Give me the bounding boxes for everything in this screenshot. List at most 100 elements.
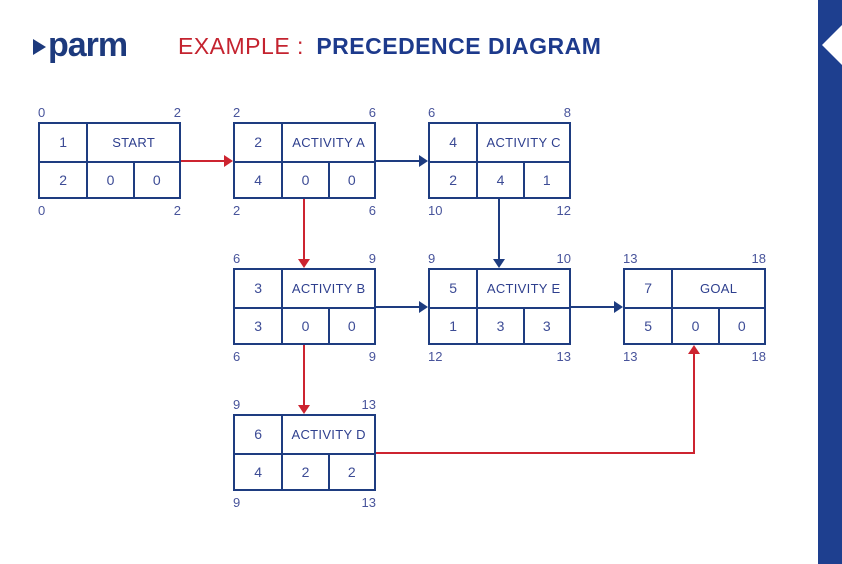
node-total-float: 3 [476,306,523,343]
parm-logo: parm [33,26,128,64]
node-duration: 3 [235,306,282,344]
node-duration: 4 [235,452,282,490]
early-finish: 10 [556,251,571,266]
node-box: 3 ACTIVITY B 3 0 0 [233,268,376,345]
node-box: 6 ACTIVITY D 4 2 2 [233,414,376,491]
early-finish: 18 [751,251,766,266]
node-free-float: 0 [327,306,374,343]
arrow-d-to-goal-horizontal [376,452,695,454]
arrow-e-to-goal [571,306,614,308]
arrowhead-right-icon [419,155,428,167]
right-edge-bar [818,0,842,564]
node-activity-e: 9 10 12 13 5 ACTIVITY E 1 3 3 [428,252,571,363]
late-start: 6 [233,349,241,364]
late-start: 0 [38,203,46,218]
node-id: 2 [254,134,263,151]
node-id: 5 [449,280,458,297]
arrow-a-to-b [303,199,305,259]
arrowhead-down-icon [298,405,310,414]
node-name: ACTIVITY E [476,270,569,307]
node-name: ACTIVITY D [281,416,374,453]
late-finish: 9 [368,349,376,364]
node-duration: 5 [625,306,672,344]
arrow-c-to-e [498,199,500,259]
logo-play-icon [33,39,46,55]
arrowhead-down-icon [493,259,505,268]
early-start: 6 [233,251,241,266]
title-prefix: EXAMPLE : [178,33,304,59]
node-id: 1 [59,134,68,151]
node-free-float: 0 [717,306,764,343]
early-finish: 9 [368,251,376,266]
late-start: 10 [428,203,443,218]
node-duration: 2 [40,160,87,198]
arrow-b-to-d [303,345,305,405]
node-free-float: 0 [327,160,374,197]
arrowhead-right-icon [224,155,233,167]
node-name: ACTIVITY C [476,124,569,161]
node-total-float: 2 [281,452,328,489]
node-box: 1 START 2 0 0 [38,122,181,199]
early-start: 0 [38,105,46,120]
arrowhead-up-icon [688,345,700,354]
node-total-float: 0 [281,160,328,197]
node-free-float: 3 [522,306,569,343]
node-activity-d: 9 13 9 13 6 ACTIVITY D 4 2 2 [233,398,376,509]
early-start: 13 [623,251,638,266]
late-start: 13 [623,349,638,364]
node-id: 6 [254,426,263,443]
node-box: 2 ACTIVITY A 4 0 0 [233,122,376,199]
early-finish: 2 [173,105,181,120]
late-finish: 12 [556,203,571,218]
node-duration: 2 [430,160,477,198]
late-start: 9 [233,495,241,510]
early-finish: 6 [368,105,376,120]
logo-text: parm [48,26,128,64]
node-id: 7 [644,280,653,297]
late-finish: 2 [173,203,181,218]
node-free-float: 1 [522,160,569,197]
early-start: 2 [233,105,241,120]
late-start: 2 [233,203,241,218]
node-total-float: 4 [476,160,523,197]
node-activity-c: 6 8 10 12 4 ACTIVITY C 2 4 1 [428,106,571,217]
arrow-start-to-a [181,160,224,162]
node-id: 3 [254,280,263,297]
node-free-float: 0 [132,160,179,197]
node-activity-b: 6 9 6 9 3 ACTIVITY B 3 0 0 [233,252,376,363]
node-box: 4 ACTIVITY C 2 4 1 [428,122,571,199]
node-box: 5 ACTIVITY E 1 3 3 [428,268,571,345]
node-duration: 4 [235,160,282,198]
title-main: PRECEDENCE DIAGRAM [316,33,602,59]
node-name: ACTIVITY B [281,270,374,307]
node-name: ACTIVITY A [281,124,374,161]
arrow-d-to-goal-vertical [693,354,695,454]
arrowhead-right-icon [419,301,428,313]
late-finish: 13 [556,349,571,364]
left-chevron-icon [822,25,842,65]
node-goal: 13 18 13 18 7 GOAL 5 0 0 [623,252,766,363]
node-id: 4 [449,134,458,151]
arrow-a-to-c [376,160,419,162]
node-total-float: 0 [671,306,718,343]
node-name: START [86,124,179,161]
late-finish: 13 [361,495,376,510]
node-total-float: 0 [86,160,133,197]
early-finish: 8 [563,105,571,120]
late-finish: 18 [751,349,766,364]
node-duration: 1 [430,306,477,344]
node-total-float: 0 [281,306,328,343]
page-title: EXAMPLE : PRECEDENCE DIAGRAM [178,33,601,60]
node-free-float: 2 [327,452,374,489]
early-start: 6 [428,105,436,120]
node-activity-a: 2 6 2 6 2 ACTIVITY A 4 0 0 [233,106,376,217]
node-start: 0 2 0 2 1 START 2 0 0 [38,106,181,217]
node-box: 7 GOAL 5 0 0 [623,268,766,345]
node-name: GOAL [671,270,764,307]
arrowhead-right-icon [614,301,623,313]
arrowhead-down-icon [298,259,310,268]
early-start: 9 [233,397,241,412]
late-start: 12 [428,349,443,364]
arrow-b-to-e [376,306,419,308]
early-start: 9 [428,251,436,266]
